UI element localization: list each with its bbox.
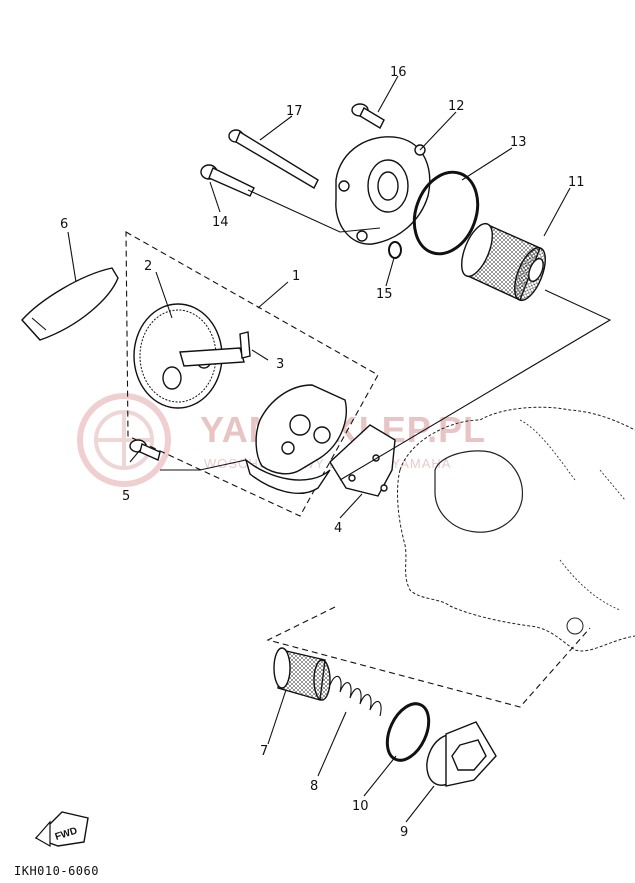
part-8-spring (329, 675, 382, 717)
callout-3: 3 (276, 357, 284, 372)
part-16-bolt (351, 103, 385, 129)
crankcase-outline (397, 406, 635, 652)
part-3-dowel-pin (239, 331, 251, 359)
pump-assembly-group-outline (125, 231, 379, 517)
part-14-bolt (200, 164, 255, 197)
callout-4: 4 (334, 521, 342, 536)
part-13-o-ring (412, 170, 480, 256)
callout-15: 15 (376, 287, 393, 302)
part-6-pump-cover (21, 267, 119, 341)
callout-7: 7 (260, 744, 268, 759)
oil-pump-body (244, 384, 347, 494)
drain-group-outline (266, 606, 591, 708)
watermark-subtitle: WOSCHOCHOWY DEALER YAMAHA (204, 456, 451, 471)
callout-labels: 1 2 3 4 5 6 7 8 9 10 11 12 13 14 15 16 1… (60, 65, 585, 840)
callout-10: 10 (352, 799, 369, 814)
callout-11: 11 (568, 175, 585, 190)
drawing-code: IKH010-6060 (14, 864, 99, 878)
leader-lines (67, 75, 612, 823)
part-10-o-ring (385, 702, 431, 762)
part-7-strainer (273, 647, 331, 701)
callout-14: 14 (212, 215, 229, 230)
part-2-pump-gear (133, 303, 245, 409)
part-17-long-bolt (228, 129, 319, 189)
callout-12: 12 (448, 99, 465, 114)
forward-arrow-icon: FWD (34, 811, 89, 848)
part-11-oil-filter (461, 222, 546, 302)
callout-2: 2 (144, 259, 152, 274)
callout-5: 5 (122, 489, 130, 504)
callout-16: 16 (390, 65, 407, 80)
part-15-small-o-ring (388, 241, 402, 259)
part-9-drain-plug (426, 721, 497, 787)
callout-9: 9 (400, 825, 408, 840)
callout-8: 8 (310, 779, 318, 794)
callout-6: 6 (60, 217, 68, 232)
part-12-filter-cover (335, 136, 431, 245)
callout-17: 17 (286, 104, 303, 119)
callout-13: 13 (510, 135, 527, 150)
callout-1: 1 (292, 269, 300, 284)
part-4-gasket (329, 424, 396, 497)
